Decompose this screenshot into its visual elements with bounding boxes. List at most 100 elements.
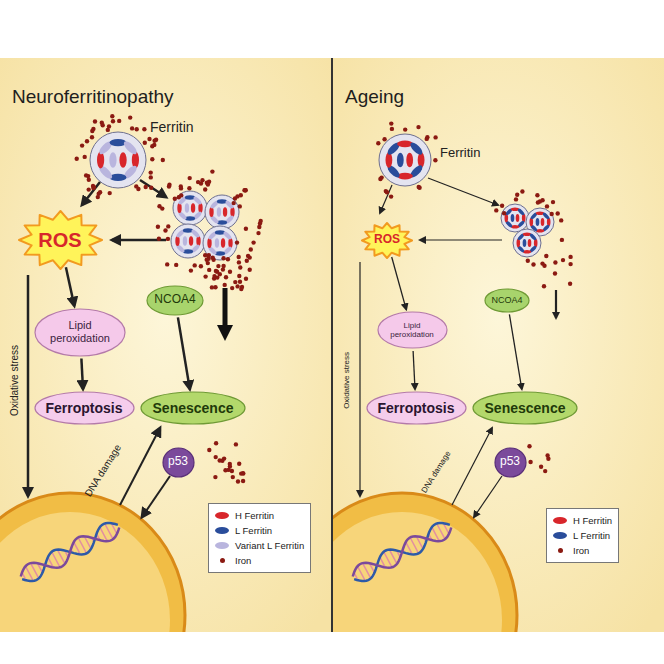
ferritin-shell <box>203 226 237 260</box>
outcome-ellipse: Ferroptosis <box>366 391 467 425</box>
iron-dot <box>249 247 253 251</box>
iron-dot <box>189 268 193 272</box>
star-shape <box>362 223 412 258</box>
iron-dot <box>205 181 209 185</box>
iron-dot <box>173 197 177 201</box>
iron-dot <box>196 180 200 184</box>
subunit <box>217 220 227 224</box>
node-text: p53 <box>168 455 188 469</box>
iron-dot <box>221 264 225 268</box>
iron-dot <box>213 475 217 479</box>
protein-ellipse: p53 <box>494 447 527 478</box>
iron-dot <box>235 284 239 288</box>
legend-row: L Ferritin <box>215 523 304 538</box>
ellipse-shape <box>35 392 134 424</box>
legend-row: L Ferritin <box>553 528 612 543</box>
iron-dot <box>207 448 211 452</box>
iron-dot <box>542 284 546 288</box>
iron-dot <box>101 123 105 127</box>
ros-star: ROS <box>362 223 412 258</box>
iron-dot <box>207 268 211 272</box>
legend-text: L Ferritin <box>573 530 610 541</box>
node-text: Senescence <box>485 400 566 416</box>
annotation-label: DNA damage <box>421 449 454 494</box>
subunit <box>228 238 232 248</box>
iron-dot <box>535 193 539 197</box>
subunit <box>183 249 193 253</box>
iron-dot <box>376 141 380 145</box>
iron-dot <box>230 286 234 290</box>
subunit <box>536 218 540 226</box>
base-pair <box>78 537 86 553</box>
iron-dot <box>218 458 222 462</box>
iron-dot <box>379 175 383 179</box>
iron-dot <box>163 228 167 232</box>
iron-dot <box>224 275 228 279</box>
iron-dot <box>187 186 191 190</box>
base-pair <box>57 550 65 564</box>
subunit <box>523 239 527 247</box>
protein-ellipse: p53 <box>162 447 195 478</box>
legend-box: H FerritinL FerritinVariant L FerritinIr… <box>208 503 311 573</box>
node-text: Ferroptosis <box>377 400 454 416</box>
iron-dot <box>179 186 183 190</box>
iron-dot <box>214 455 218 459</box>
iron-dot <box>433 135 437 139</box>
nucleus <box>0 493 185 632</box>
iron-dot <box>403 127 407 131</box>
iron-dot <box>417 186 421 190</box>
iron-dot <box>223 283 227 287</box>
subunit <box>185 203 189 213</box>
star-shape <box>19 211 102 269</box>
iron-dot <box>568 262 572 266</box>
connector-arrow <box>81 359 83 390</box>
legend-text: L Ferritin <box>235 525 272 536</box>
legend-swatch <box>220 558 225 563</box>
legend-text: H Ferritin <box>235 510 274 521</box>
subunit <box>397 153 404 168</box>
process-ellipse: NCOA4 <box>484 288 530 313</box>
iron-dot <box>144 185 148 189</box>
iron-dot <box>553 260 557 264</box>
iron-dots <box>75 114 573 484</box>
annotation-label: Ferritin <box>440 146 480 160</box>
iron-dot <box>226 468 230 472</box>
node-text: ROS <box>38 229 81 252</box>
base-pair <box>357 566 365 581</box>
iron-dot <box>87 187 91 191</box>
iron-dot <box>193 263 197 267</box>
iron-dot <box>514 197 518 201</box>
connector-arrow <box>178 317 190 389</box>
legend-swatch <box>215 512 229 519</box>
ellipse-shape <box>367 392 466 424</box>
subunit <box>109 152 116 168</box>
legend-swatch <box>553 532 567 539</box>
iron-dot <box>160 206 164 210</box>
legend-row: Iron <box>215 553 304 568</box>
ferritin-shell <box>513 229 541 257</box>
base-pair <box>31 563 39 578</box>
base-pair <box>105 523 113 539</box>
subunit <box>209 207 213 217</box>
iron-dot <box>134 184 138 188</box>
iron-dot <box>536 200 540 204</box>
iron-dot <box>135 127 139 131</box>
subunit <box>217 199 227 203</box>
iron-dot <box>526 259 530 263</box>
iron-dot <box>174 263 178 267</box>
connector-arrow <box>413 351 415 389</box>
ellipse-shape <box>163 448 194 477</box>
subunit <box>198 203 202 213</box>
iron-dot <box>425 137 429 141</box>
iron-dot <box>110 114 114 118</box>
ferritin-shell <box>173 191 207 225</box>
iron-dot <box>433 158 437 162</box>
base-pair <box>410 537 418 553</box>
ellipse-shape <box>35 309 125 356</box>
nucleus <box>333 493 517 632</box>
legend-text: Iron <box>235 555 251 566</box>
iron-dot <box>568 255 572 259</box>
base-pair <box>389 550 397 564</box>
iron-dot <box>203 274 207 278</box>
iron-dot <box>237 260 241 264</box>
